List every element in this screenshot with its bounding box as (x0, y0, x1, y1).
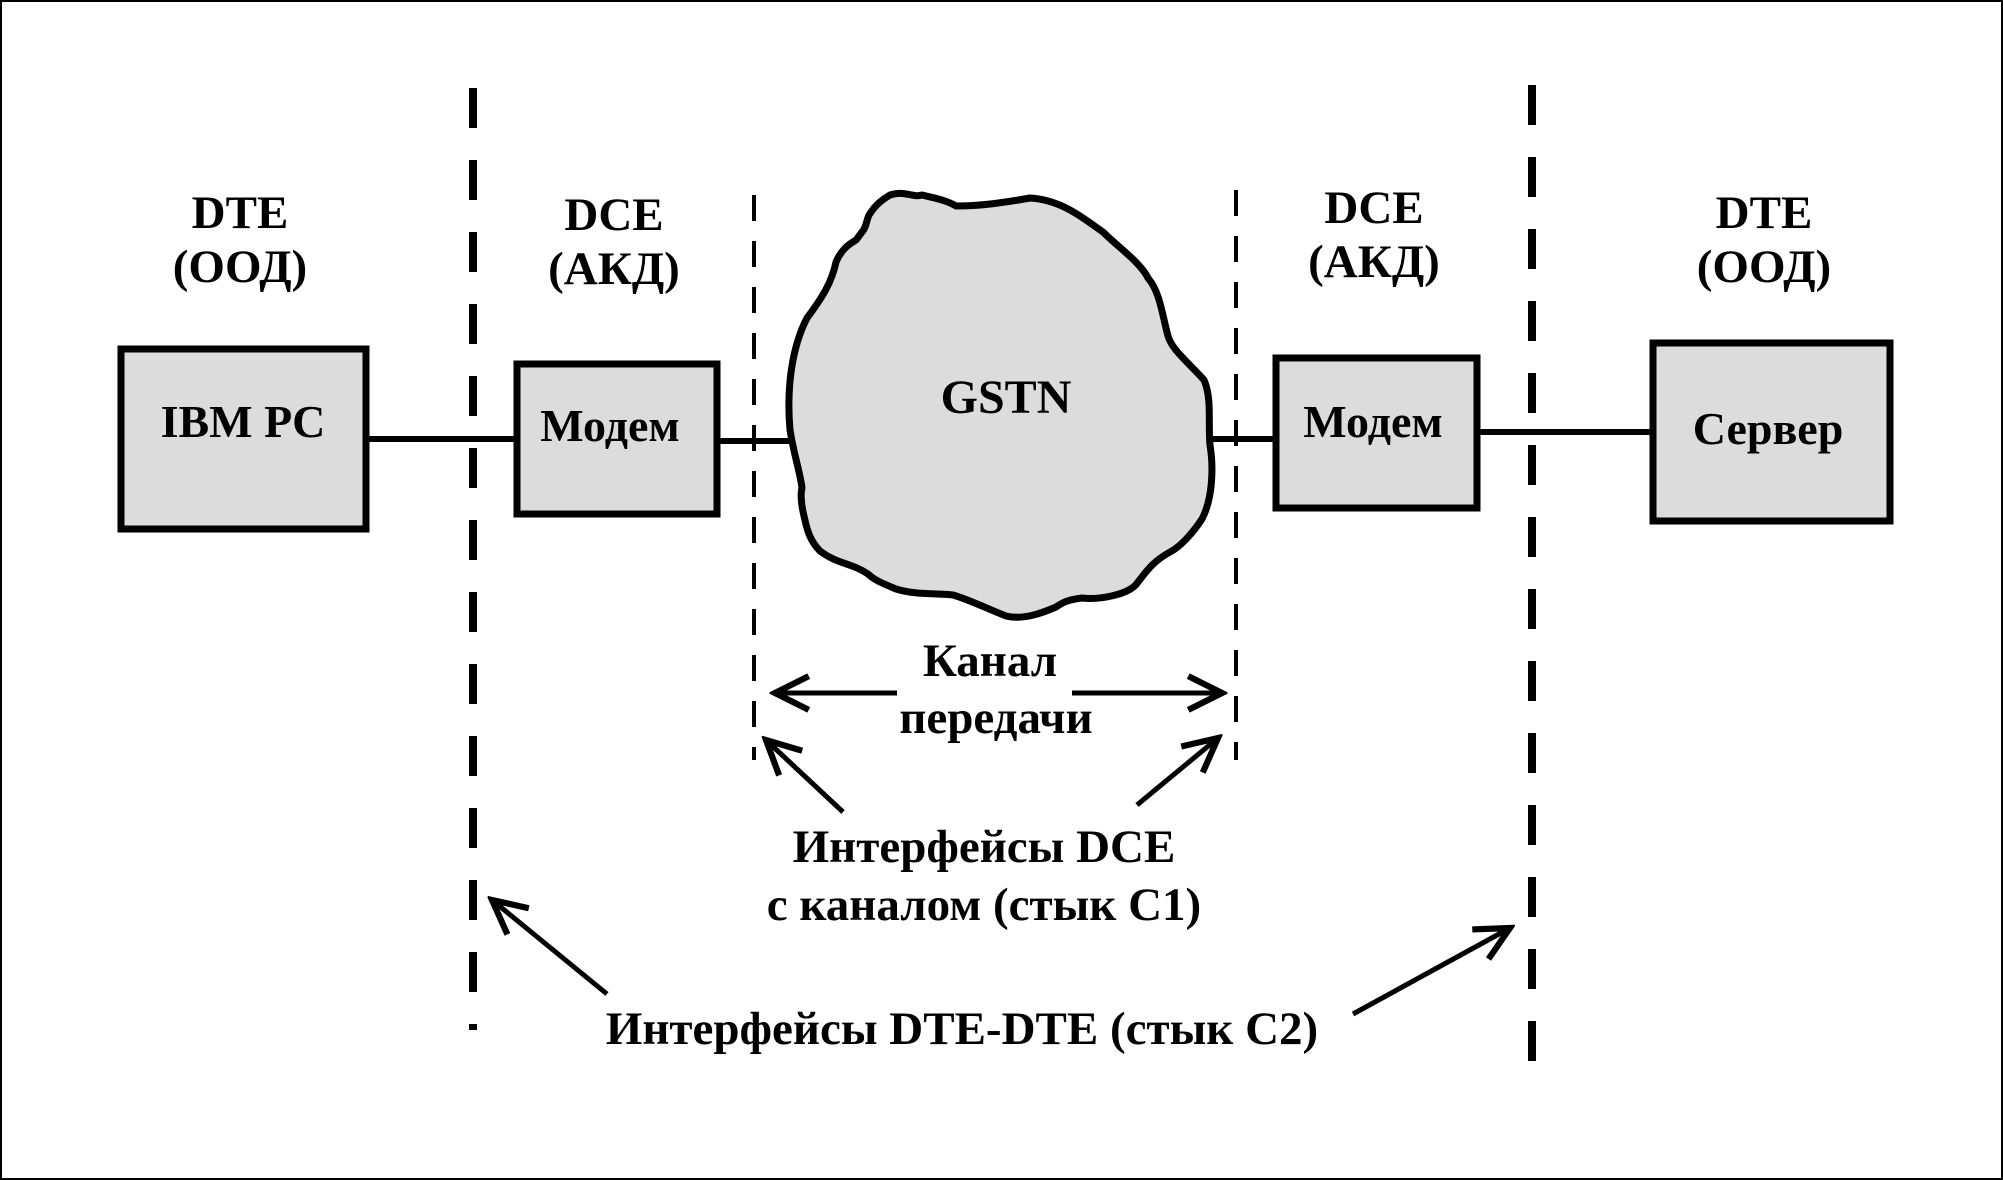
right-dte-subtitle: (ООД) (1697, 241, 1831, 293)
gstn-label: GSTN (941, 371, 1072, 424)
server-label: Сервер (1693, 403, 1844, 454)
c2-interfaces-label: Интерфейсы DTE-DTE (стык С2) (606, 1003, 1318, 1055)
c1-interfaces-line2: с каналом (стык С1) (767, 879, 1201, 931)
ibm-pc-label: IBM PC (161, 396, 326, 447)
gstn-cloud (785, 189, 1216, 621)
right-dce-title: DCE (1324, 182, 1423, 234)
c2-arrow-right (1351, 928, 1510, 1017)
server-box (1649, 339, 1894, 525)
left-dte-subtitle: (ООД) (173, 241, 307, 293)
c1-interfaces-line1: Интерфейсы DCE (793, 821, 1176, 873)
right-dte-title: DTE (1716, 187, 1813, 239)
c1-arrow-right (1135, 738, 1218, 807)
left-dce-title: DCE (564, 189, 663, 241)
left-dce-subtitle: (АКД) (548, 243, 680, 295)
ibm-pc-box (117, 345, 370, 533)
channel-label-line1: Канал (923, 635, 1057, 687)
modem-label-left: Модем (540, 400, 680, 451)
c1-arrow-left (766, 740, 845, 814)
modem-box-left (513, 360, 721, 518)
left-dte-title: DTE (192, 187, 289, 239)
modem-box-right (1272, 354, 1481, 512)
c2-arrow-left (492, 900, 609, 996)
channel-label-line2: передачи (899, 692, 1092, 744)
right-dce-subtitle: (АКД) (1308, 236, 1440, 288)
modem-label-right: Модем (1303, 396, 1443, 447)
